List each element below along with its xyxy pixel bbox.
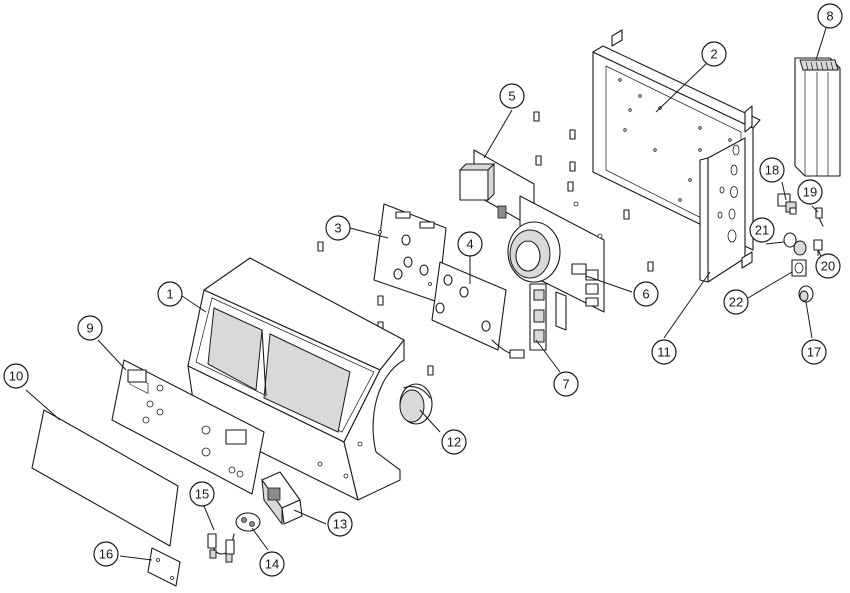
callout-17: 17 <box>801 339 827 365</box>
callout-4-label: 4 <box>466 237 473 252</box>
callout-8: 8 <box>817 3 843 29</box>
part-12-fan-cover <box>399 383 433 425</box>
callout-5-label: 5 <box>508 89 515 104</box>
callout-10: 10 <box>3 363 29 389</box>
part-18-toggle-switch <box>777 193 797 215</box>
callout-6: 6 <box>633 281 659 307</box>
callout-1: 1 <box>157 281 183 307</box>
callout-19: 19 <box>797 179 823 205</box>
part-6-main-board <box>507 195 605 313</box>
callout-17-label: 17 <box>807 345 821 360</box>
callout-22-label: 22 <box>729 295 743 310</box>
callout-1-label: 1 <box>166 287 173 302</box>
callout-2: 2 <box>701 41 727 67</box>
part-14-plug <box>235 512 261 532</box>
callout-4: 4 <box>457 231 483 257</box>
part-11-side-panel <box>699 137 753 283</box>
callout-18-label: 18 <box>765 163 779 178</box>
part-16-cover-plate <box>147 547 181 587</box>
chassis-screw-holes <box>618 78 732 202</box>
callout-12: 12 <box>441 429 467 455</box>
part-22-bushing <box>791 259 807 277</box>
callout-13-label: 13 <box>333 517 347 532</box>
callout-16-label: 16 <box>99 547 113 562</box>
callout-14: 14 <box>259 551 285 577</box>
heatsink-fins <box>805 61 834 71</box>
part-9-front-panel-label <box>111 359 265 495</box>
callout-9: 9 <box>77 315 103 341</box>
callout-2-label: 2 <box>710 47 717 62</box>
callout-21: 21 <box>749 217 775 243</box>
callout-15: 15 <box>189 481 215 507</box>
callout-19-label: 19 <box>803 185 817 200</box>
part-3-control-board <box>373 203 447 303</box>
part-21-connector <box>783 232 807 256</box>
part-4-secondary-board <box>431 261 525 359</box>
leader-lines <box>25 27 827 561</box>
callout-6-label: 6 <box>642 287 649 302</box>
callout-5: 5 <box>499 83 525 109</box>
callout-3-label: 3 <box>334 221 341 236</box>
callout-bubbles: 1 2 3 4 5 6 7 8 9 10 11 12 13 14 15 16 1… <box>3 3 843 577</box>
part-13-heatsink-block <box>261 471 303 526</box>
callout-12-label: 12 <box>447 435 461 450</box>
callout-7: 7 <box>553 371 579 397</box>
part-5-transformer-board <box>458 149 535 229</box>
callout-16: 16 <box>93 541 119 567</box>
callout-7-label: 7 <box>562 377 569 392</box>
part-1-front-case <box>187 257 405 501</box>
part-15-wire-harness <box>207 533 235 563</box>
callout-22: 22 <box>723 289 749 315</box>
callout-13: 13 <box>327 511 353 537</box>
callout-20-label: 20 <box>821 259 835 274</box>
callout-14-label: 14 <box>265 557 279 572</box>
part-17-cap <box>798 285 814 303</box>
callout-10-label: 10 <box>9 369 23 384</box>
part-7-rectifier <box>529 283 567 351</box>
callout-20: 20 <box>815 253 841 279</box>
callout-8-label: 8 <box>826 9 833 24</box>
callout-9-label: 9 <box>86 321 93 336</box>
callout-18: 18 <box>759 157 785 183</box>
part-19-screw <box>815 207 824 227</box>
callout-3: 3 <box>325 215 351 241</box>
callout-11: 11 <box>651 339 677 365</box>
part-10-front-overlay <box>31 409 179 547</box>
part-8-heatsink <box>794 57 841 177</box>
callout-15-label: 15 <box>195 487 209 502</box>
callout-11-label: 11 <box>657 345 671 360</box>
callout-21-label: 21 <box>755 223 769 238</box>
